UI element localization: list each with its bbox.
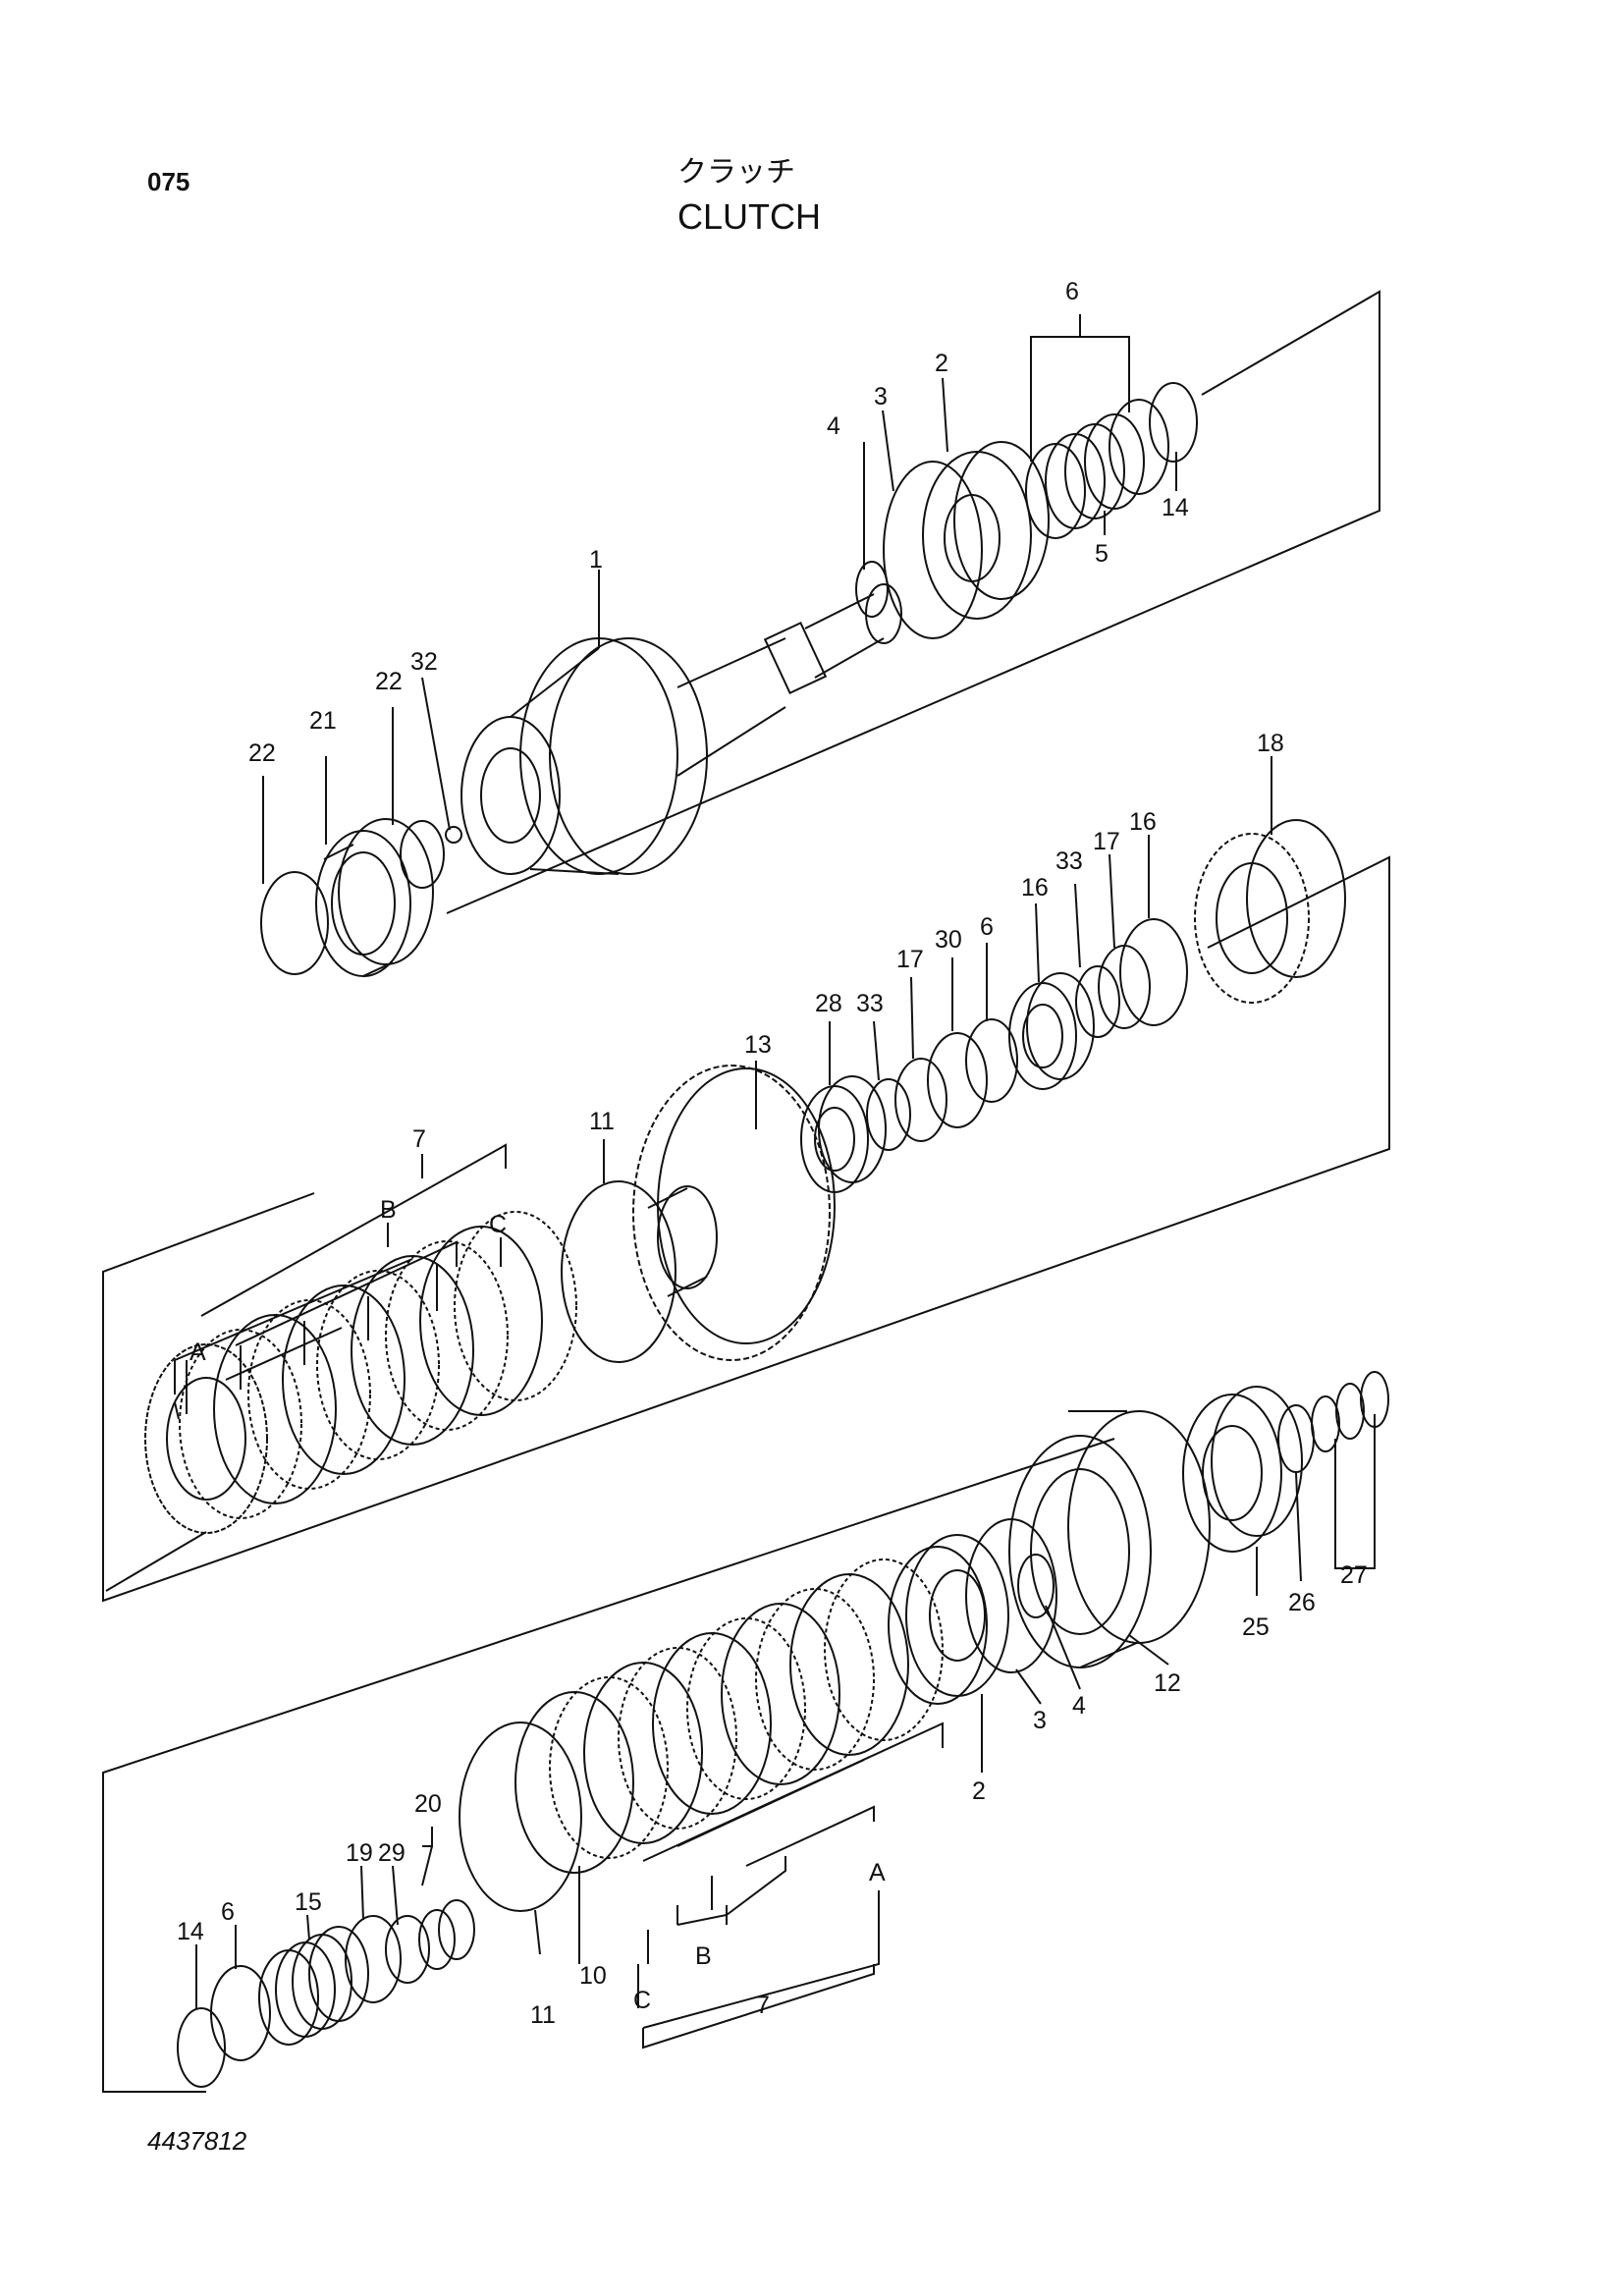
bearing-16-left xyxy=(1008,972,1095,1090)
callout-32: 32 xyxy=(410,648,438,676)
clutch-pack-7-top xyxy=(144,1211,577,1534)
piston-2-bottom xyxy=(888,1534,1009,1705)
snap-ring-14-bottom xyxy=(177,2007,226,2088)
snap-ring-14-top xyxy=(1149,382,1198,463)
document-number: 4437812 xyxy=(147,2126,247,2156)
callout-6-mid: 6 xyxy=(980,913,994,941)
ring-33-right xyxy=(1075,965,1120,1038)
callout-25: 25 xyxy=(1242,1613,1270,1641)
callout-28: 28 xyxy=(815,990,842,1017)
callout-19: 19 xyxy=(346,1839,373,1867)
hub-12 xyxy=(1008,1410,1211,1668)
callout-20: 20 xyxy=(414,1790,442,1818)
callout-6-bottom: 6 xyxy=(221,1898,235,1926)
callout-4-bottom: 4 xyxy=(1072,1692,1086,1720)
ring-17-right xyxy=(1098,945,1151,1029)
snap-ring-26 xyxy=(1277,1404,1315,1473)
callout-B-top: B xyxy=(380,1196,397,1224)
bearing-25 xyxy=(1182,1386,1303,1553)
callout-27: 27 xyxy=(1340,1561,1368,1589)
callout-2-top: 2 xyxy=(935,350,948,377)
callout-22-left: 22 xyxy=(248,739,276,767)
callout-17-right: 17 xyxy=(1093,828,1120,855)
seal-3-top xyxy=(883,461,983,639)
callout-17-left: 17 xyxy=(896,946,924,973)
ring-30 xyxy=(927,1032,988,1128)
callout-18: 18 xyxy=(1257,730,1284,757)
callout-11-top: 11 xyxy=(589,1108,615,1135)
callout-6-top: 6 xyxy=(1065,278,1079,305)
callout-22-right: 22 xyxy=(375,668,403,695)
callout-33-right: 33 xyxy=(1055,847,1083,875)
snap-ring-22-right xyxy=(400,820,445,889)
callout-15: 15 xyxy=(295,1888,322,1916)
pin-32 xyxy=(445,826,462,844)
callout-16-left: 16 xyxy=(1021,874,1049,902)
callout-26: 26 xyxy=(1288,1589,1316,1616)
callout-C-bottom: C xyxy=(633,1987,651,2014)
spacer-16-right xyxy=(1119,918,1188,1026)
callout-7-top: 7 xyxy=(412,1125,426,1153)
bearing-28 xyxy=(800,1075,887,1193)
spring-15 xyxy=(258,1926,369,2046)
spacer-6-mid xyxy=(965,1018,1018,1103)
callout-3-bottom: 3 xyxy=(1033,1707,1047,1734)
callout-7-bottom: 7 xyxy=(756,1992,770,2019)
ring-4-bottom xyxy=(1017,1554,1055,1618)
snap-ring-20-a xyxy=(418,1909,456,1970)
ring-4-top xyxy=(855,561,889,618)
callout-A-bottom: A xyxy=(869,1859,886,1886)
callout-A-top: A xyxy=(189,1339,206,1366)
snap-ring-22-left xyxy=(260,871,329,975)
callout-14-top: 14 xyxy=(1162,494,1189,521)
callout-30: 30 xyxy=(935,926,962,954)
snap-ring-11-top xyxy=(561,1180,676,1363)
group-3-outline xyxy=(102,1438,1115,2093)
callout-33-left: 33 xyxy=(856,990,884,1017)
clutch-pack-7-bottom xyxy=(514,1558,944,1874)
ring-29 xyxy=(385,1915,430,1984)
piston-2-top xyxy=(922,441,1050,620)
seal-3-bottom xyxy=(965,1518,1057,1673)
spring-5-top xyxy=(1025,413,1145,539)
callout-4-top: 4 xyxy=(827,412,840,440)
ring-33-left xyxy=(866,1078,911,1151)
snap-ring-11-bottom xyxy=(459,1722,582,1912)
callout-B-bottom: B xyxy=(695,1942,712,1970)
retainer-6-top xyxy=(1109,399,1169,495)
callout-21: 21 xyxy=(309,707,337,735)
gear-18 xyxy=(1194,819,1346,1004)
snap-ring-27-b xyxy=(1335,1383,1365,1440)
callout-2-bottom: 2 xyxy=(972,1777,986,1805)
callout-13: 13 xyxy=(744,1031,772,1059)
snap-ring-20-b xyxy=(438,1899,475,1960)
callout-11-bottom: 11 xyxy=(530,2001,556,2029)
callout-5: 5 xyxy=(1095,540,1109,568)
callout-3-top: 3 xyxy=(874,383,888,410)
callout-10: 10 xyxy=(579,1962,607,1990)
callout-1: 1 xyxy=(589,546,603,574)
page-number: 075 xyxy=(147,167,190,196)
clutch-drum-1 xyxy=(460,583,902,875)
bearing-21 xyxy=(315,818,434,977)
ring-17-left xyxy=(894,1058,947,1142)
ring-19 xyxy=(345,1915,402,2003)
callout-12: 12 xyxy=(1154,1669,1181,1697)
retainer-6-bottom xyxy=(210,1965,271,2061)
callout-14-bottom: 14 xyxy=(177,1918,204,1945)
title-japanese: クラッチ xyxy=(677,155,795,190)
gear-13 xyxy=(632,1065,836,1361)
callout-29: 29 xyxy=(378,1839,406,1867)
callout-C-top: C xyxy=(489,1211,507,1238)
title-english: CLUTCH xyxy=(677,196,822,237)
callout-16-right: 16 xyxy=(1129,808,1157,836)
group-2-outline xyxy=(102,855,1390,1603)
group-1-outline xyxy=(446,290,1380,914)
